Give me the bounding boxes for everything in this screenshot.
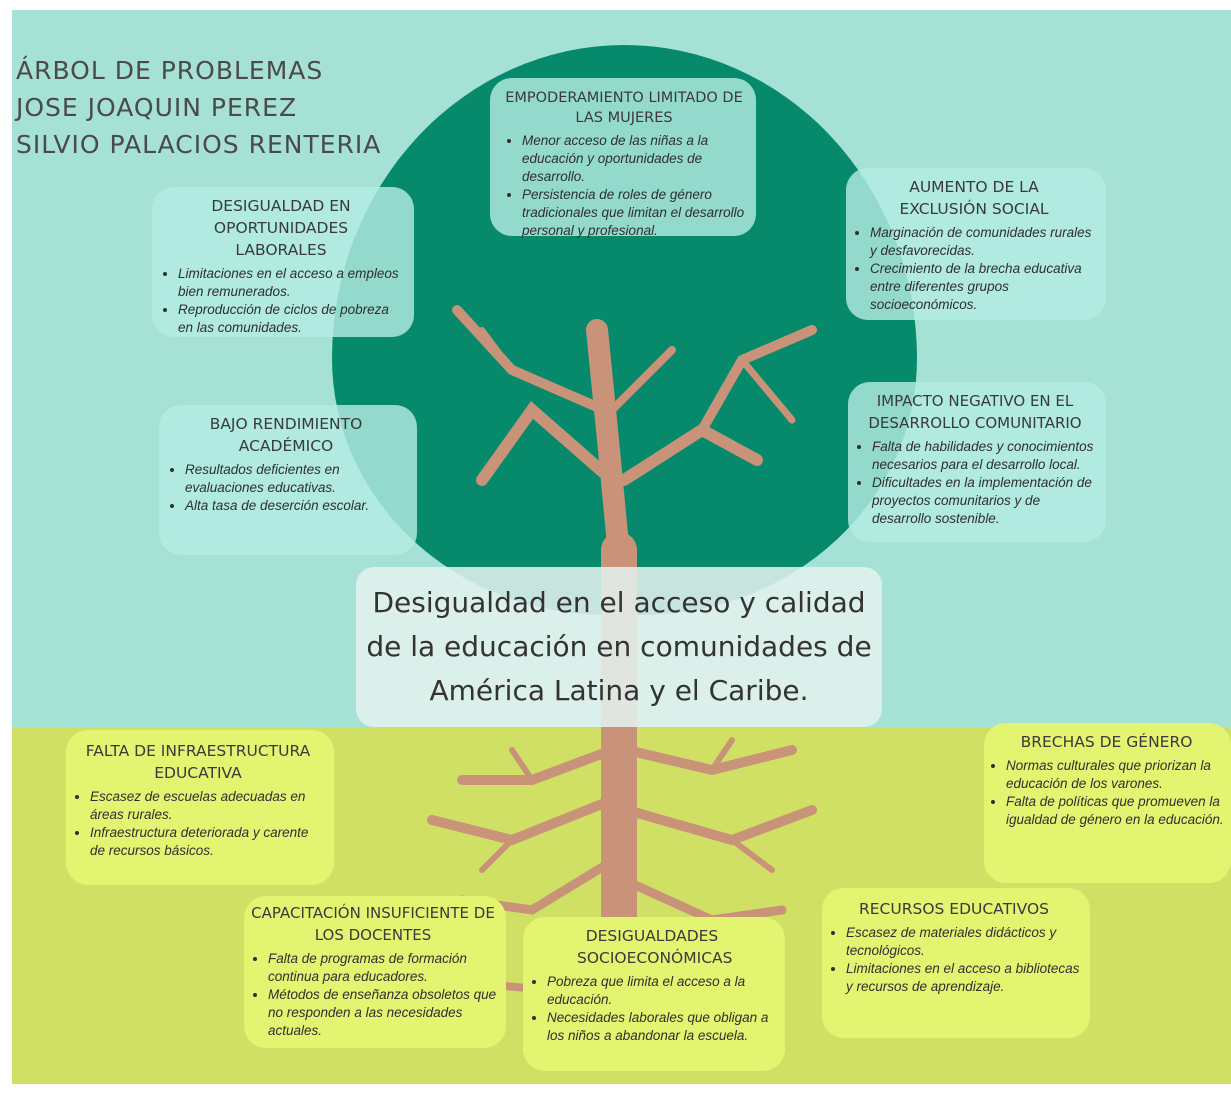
- root-left-1: [457, 745, 617, 785]
- root-twig-3: [479, 837, 515, 873]
- branch-left-mid: [452, 305, 609, 415]
- effect-card-title: IMPACTO NEGATIVO EN EL DESARROLLO COMUNI…: [868, 392, 1082, 432]
- bullet-item: Necesidades laborales que obligan a los …: [547, 1009, 777, 1045]
- effect-card-bullets: Limitaciones en el acceso a empleos bien…: [158, 265, 404, 337]
- bullet-item: Escasez de materiales didácticos y tecno…: [846, 924, 1082, 960]
- root-right-2: [622, 805, 817, 846]
- branch-right-low: [618, 423, 763, 486]
- diagram-title-block: ÁRBOL DE PROBLEMAS JOSE JOAQUIN PEREZ SI…: [16, 52, 381, 163]
- bullet-item: Normas culturales que priorizan la educa…: [1006, 757, 1227, 793]
- bullet-item: Escasez de escuelas adecuadas en áreas r…: [90, 788, 326, 824]
- branch-right-top: [608, 346, 676, 414]
- title-line: ÁRBOL DE PROBLEMAS: [16, 56, 324, 85]
- branch-twig-2: [479, 327, 515, 373]
- effect-card-oportunidades-laborales: DESIGUALDAD EN OPORTUNIDADES LABORALES L…: [152, 187, 414, 337]
- effect-card-exclusion-social: AUMENTO DE LA EXCLUSIÓN SOCIAL Marginaci…: [846, 168, 1106, 320]
- cause-card-brechas-genero: BRECHAS DE GÉNERO Normas culturales que …: [984, 723, 1231, 883]
- trunk-upper: [586, 319, 630, 566]
- effect-card-rendimiento-academico: BAJO RENDIMIENTO ACADÉMICO Resultados de…: [159, 405, 417, 555]
- central-problem-text: Desigualdad en el acceso y calidad de la…: [366, 586, 872, 707]
- cause-card-title: DESIGUALDADES SOCIOECONÓMICAS: [577, 927, 733, 967]
- bullet-item: Falta de habilidades y conocimientos nec…: [872, 438, 1098, 474]
- bullet-item: Limitaciones en el acceso a empleos bien…: [178, 265, 404, 301]
- effect-card-title: EMPODERAMIENTO LIMITADO DE LAS MUJERES: [505, 90, 743, 126]
- effect-card-title: DESIGUALDAD EN OPORTUNIDADES LABORALES: [211, 197, 351, 259]
- branch-left-low: [476, 401, 618, 486]
- cause-card-capacitacion-docentes: CAPACITACIÓN INSUFICIENTE DE LOS DOCENTE…: [244, 896, 506, 1048]
- effect-card-title: BAJO RENDIMIENTO ACADÉMICO: [209, 415, 363, 455]
- cause-card-title: CAPACITACIÓN INSUFICIENTE DE LOS DOCENTE…: [251, 904, 495, 944]
- bullet-item: Falta de políticas que promueven la igua…: [1006, 793, 1227, 829]
- cause-card-bullets: Escasez de escuelas adecuadas en áreas r…: [70, 788, 326, 860]
- root-twig-2: [709, 737, 735, 773]
- bullet-item: Resultados deficientes en evaluaciones e…: [185, 461, 407, 497]
- bullet-item: Marginación de comunidades rurales y des…: [870, 224, 1098, 260]
- root-twig-1: [509, 747, 535, 783]
- problem-tree-diagram: ÁRBOL DE PROBLEMAS JOSE JOAQUIN PEREZ SI…: [12, 10, 1231, 1084]
- cause-card-title: FALTA DE INFRAESTRUCTURA EDUCATIVA: [85, 742, 311, 782]
- root-left-2: [427, 795, 617, 846]
- cause-card-desigualdades-socioeconomicas: DESIGUALDADES SOCIOECONÓMICAS Pobreza qu…: [523, 917, 785, 1071]
- bullet-item: Crecimiento de la brecha educativa entre…: [870, 260, 1098, 314]
- central-problem-box: Desigualdad en el acceso y calidad de la…: [356, 567, 882, 727]
- bullet-item: Infraestructura deteriorada y carente de…: [90, 824, 326, 860]
- bullet-item: Menor acceso de las niñas a la educación…: [522, 132, 746, 186]
- cause-card-title: RECURSOS EDUCATIVOS: [858, 900, 1049, 918]
- effect-card-bullets: Falta de habilidades y conocimientos nec…: [852, 438, 1098, 528]
- root-right-3: [619, 875, 787, 925]
- bullet-item: Reproducción de ciclos de pobreza en las…: [178, 301, 404, 337]
- cause-card-bullets: Falta de programas de formación continua…: [248, 950, 498, 1040]
- cause-card-bullets: Normas culturales que priorizan la educa…: [986, 757, 1227, 829]
- effect-card-bullets: Menor acceso de las niñas a la educación…: [502, 132, 746, 240]
- cause-card-title: BRECHAS DE GÉNERO: [1020, 733, 1193, 751]
- effect-card-empoderamiento: EMPODERAMIENTO LIMITADO DE LAS MUJERES M…: [490, 78, 756, 238]
- author-line-1: JOSE JOAQUIN PEREZ: [16, 93, 298, 122]
- bullet-item: Limitaciones en el acceso a bibliotecas …: [846, 960, 1082, 996]
- effect-card-title: AUMENTO DE LA EXCLUSIÓN SOCIAL: [899, 178, 1049, 218]
- root-twig-4: [729, 837, 775, 873]
- bullet-item: Métodos de enseñanza obsoletos que no re…: [268, 986, 498, 1040]
- branch-twig-1: [738, 356, 796, 424]
- bullet-item: Dificultades en la implementación de pro…: [872, 474, 1098, 528]
- bullet-item: Falta de programas de formación continua…: [268, 950, 498, 986]
- effect-card-bullets: Marginación de comunidades rurales y des…: [850, 224, 1098, 314]
- cause-card-infraestructura: FALTA DE INFRAESTRUCTURA EDUCATIVA Escas…: [66, 730, 334, 885]
- bullet-item: Alta tasa de deserción escolar.: [185, 497, 407, 515]
- author-line-2: SILVIO PALACIOS RENTERIA: [16, 130, 382, 159]
- root-right-1: [622, 745, 797, 776]
- bullet-item: Pobreza que limita el acceso a la educac…: [547, 973, 777, 1009]
- effect-card-bullets: Resultados deficientes en evaluaciones e…: [165, 461, 407, 515]
- cause-card-recursos-educativos: RECURSOS EDUCATIVOS Escasez de materiale…: [822, 888, 1090, 1038]
- cause-card-bullets: Escasez de materiales didácticos y tecno…: [826, 924, 1082, 996]
- effect-card-desarrollo-comunitario: IMPACTO NEGATIVO EN EL DESARROLLO COMUNI…: [848, 382, 1106, 542]
- bullet-item: Persistencia de roles de género tradicio…: [522, 186, 746, 240]
- cause-card-bullets: Pobreza que limita el acceso a la educac…: [527, 973, 777, 1045]
